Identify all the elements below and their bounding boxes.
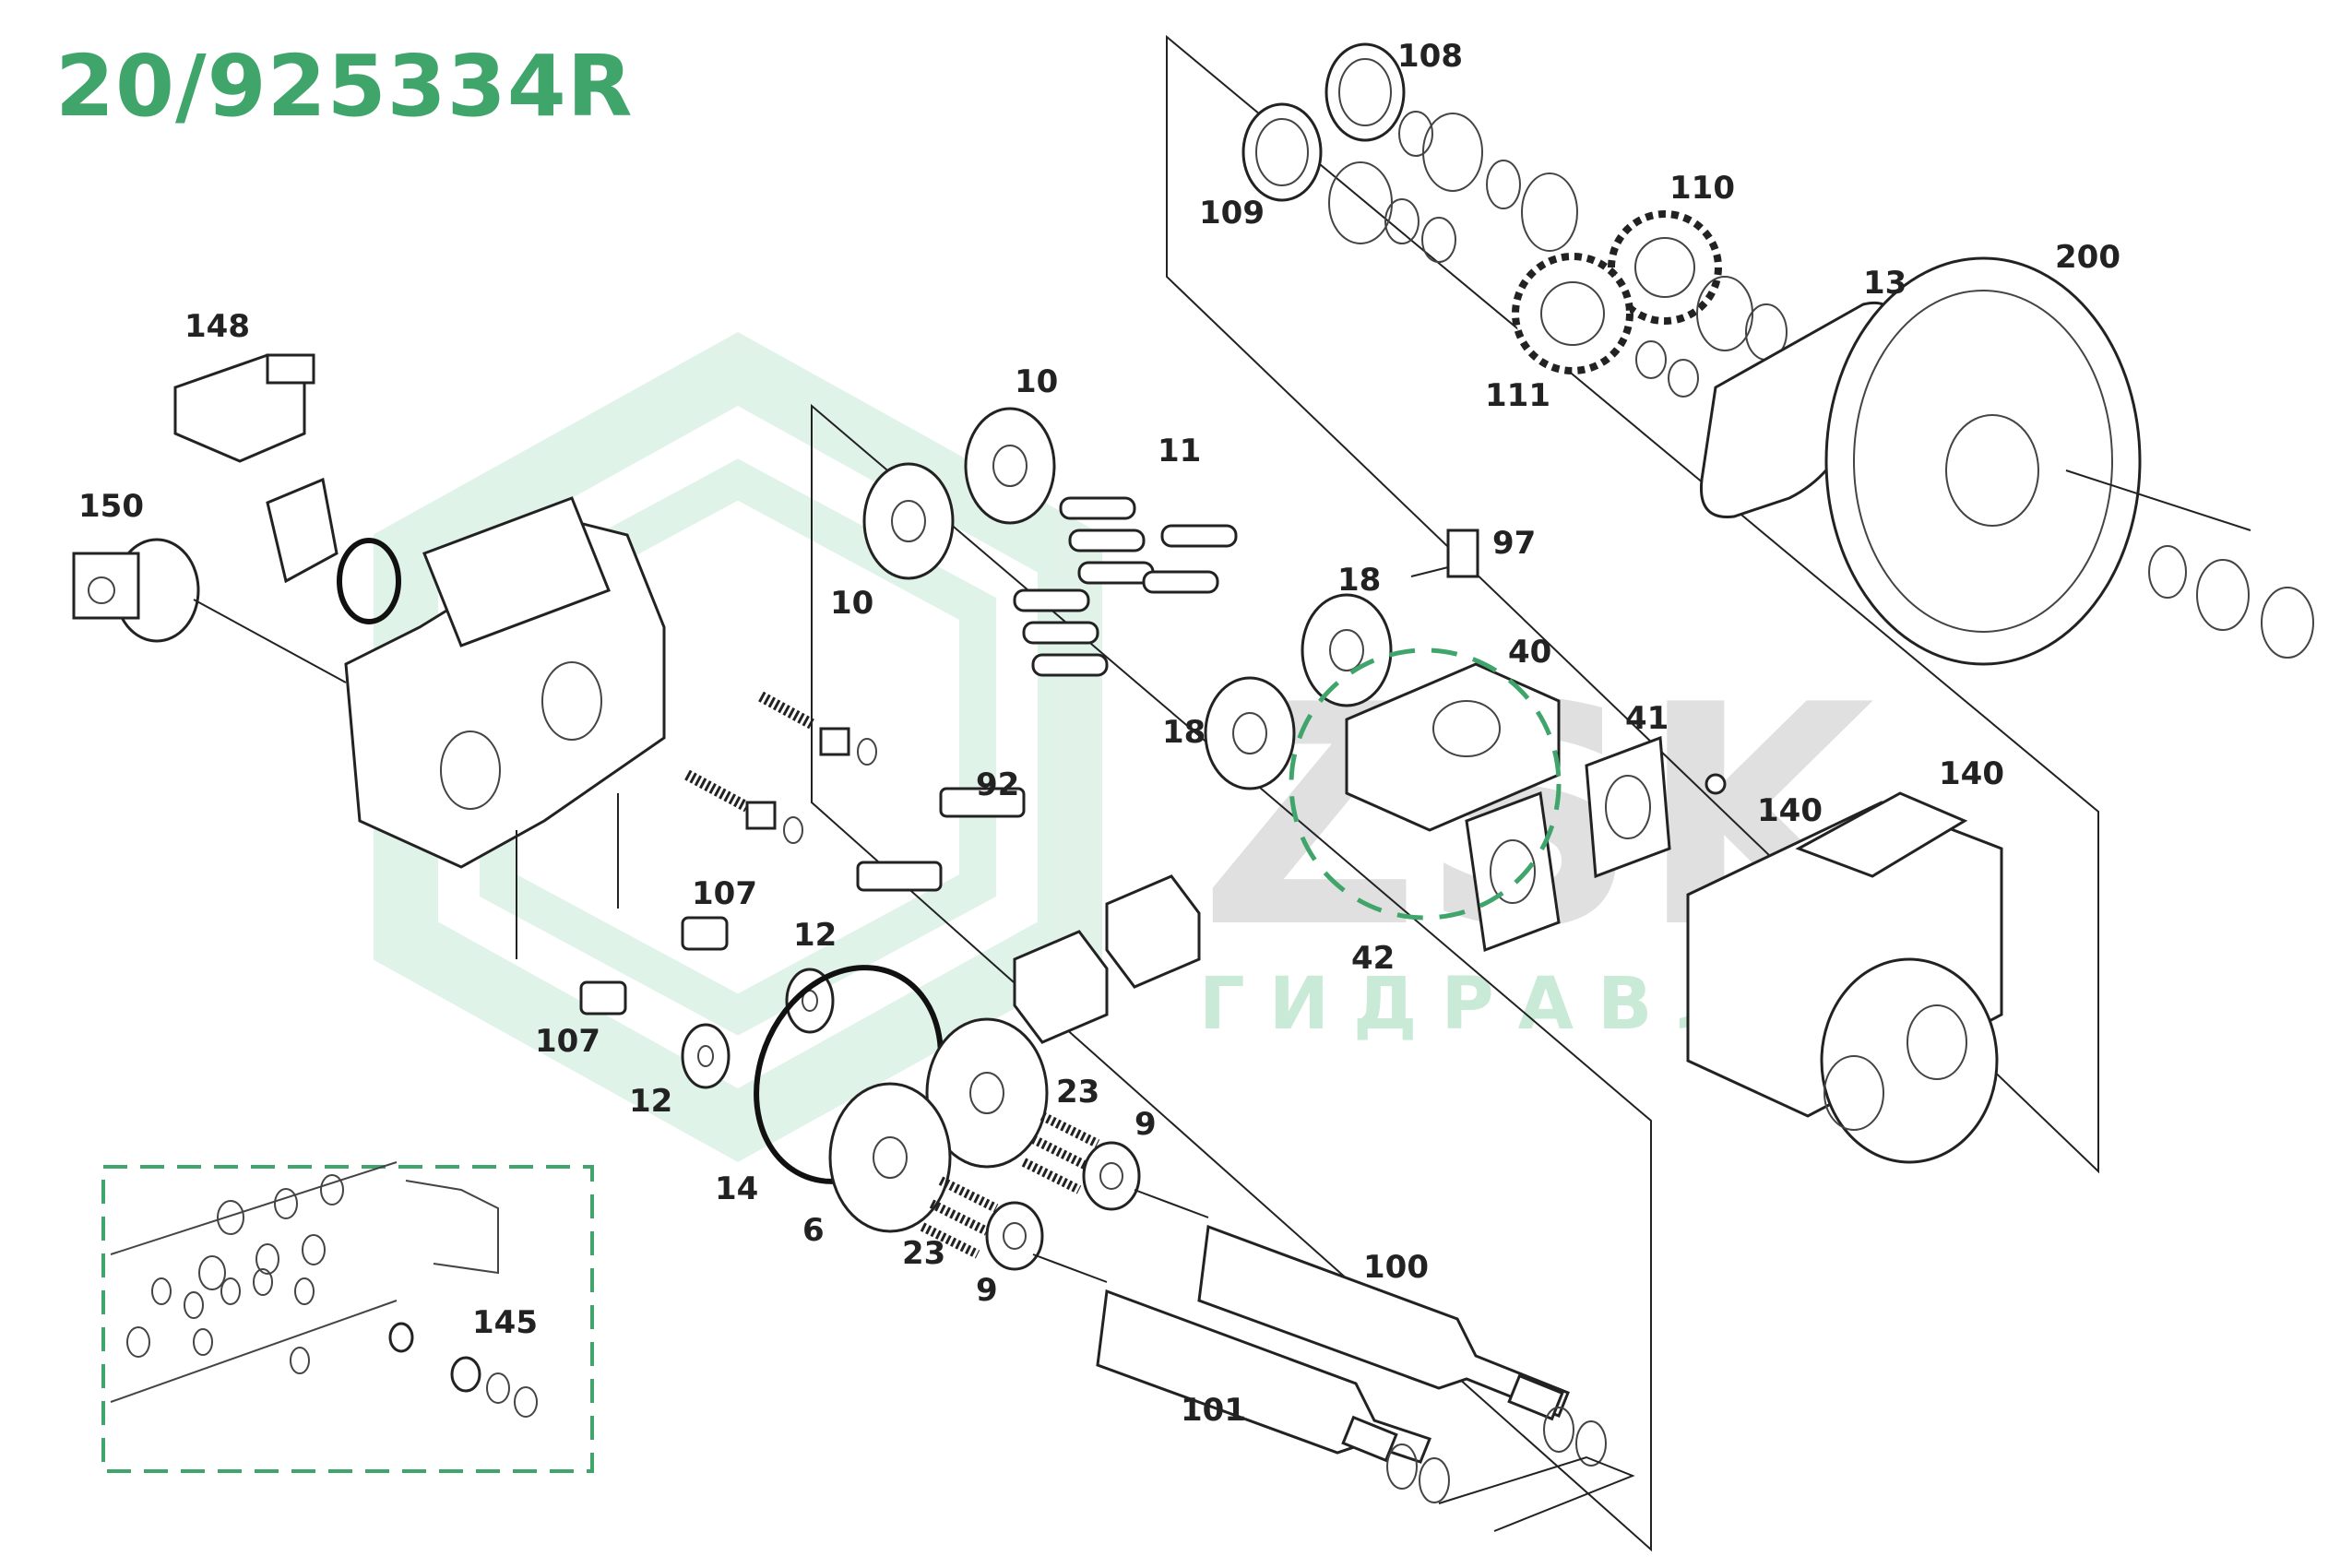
- gear-110: [1608, 210, 1722, 325]
- housing-cover-200: [1824, 256, 2142, 666]
- shaft-101: [1032, 1253, 1431, 1464]
- valve-plate-10-lower: [862, 462, 955, 580]
- eye-bolt: [1705, 773, 1727, 795]
- needle-bearing-107-upper: [681, 916, 729, 951]
- retainer-9-lower: [985, 1201, 1044, 1271]
- shaft-seal-rings: [1386, 1407, 1635, 1532]
- callout-10-lower: 10: [830, 585, 873, 622]
- inset-detail-parts: [110, 1161, 538, 1418]
- callout-11: 11: [1158, 433, 1201, 469]
- regulator-148: [173, 353, 315, 463]
- support-41: [1585, 735, 1671, 879]
- callout-97: 97: [1492, 525, 1536, 562]
- callout-148: 148: [184, 308, 250, 345]
- callout-41: 41: [1625, 700, 1669, 737]
- callout-23-upper: 23: [1056, 1074, 1099, 1111]
- valve-150: [72, 538, 200, 643]
- callout-9-upper: 9: [1134, 1106, 1157, 1143]
- callout-108: 108: [1397, 38, 1463, 75]
- callout-100: 100: [1363, 1249, 1429, 1286]
- callout-13: 13: [1863, 265, 1907, 302]
- piston-set-11: [1013, 496, 1238, 677]
- callout-14: 14: [715, 1170, 758, 1207]
- callout-23-lower: 23: [902, 1235, 945, 1272]
- frame-gear-group: [1166, 34, 2099, 1174]
- bearing-108: [1324, 42, 1406, 142]
- shaft-100: [1134, 1189, 1570, 1421]
- callout-107-upper: 107: [692, 875, 757, 912]
- leader-150: [193, 599, 347, 683]
- shoe-plate-18-upper: [1301, 593, 1393, 707]
- callout-109: 109: [1199, 195, 1265, 232]
- part-number-title: 20/925334R: [55, 37, 634, 136]
- callout-200: 200: [2055, 239, 2120, 276]
- highlight-circle-42: [1289, 647, 1562, 921]
- pump-housing-140: [1686, 791, 2003, 1164]
- springs-23-upper: [1021, 1111, 1100, 1194]
- callout-140-left: 140: [1757, 792, 1823, 829]
- gear-111: [1512, 253, 1633, 374]
- bearing-109: [1241, 102, 1323, 202]
- inset-detail-145-frame: [101, 1165, 594, 1473]
- control-springs: [684, 691, 877, 844]
- pivot-97: [1410, 529, 1479, 578]
- support-42: [1465, 790, 1561, 953]
- port-block-housing: [344, 496, 666, 869]
- callout-111: 111: [1485, 377, 1550, 414]
- snap-rings-top: [1328, 111, 1578, 263]
- callout-101: 101: [1181, 1392, 1246, 1429]
- spool-92: [856, 787, 1026, 892]
- callout-42: 42: [1351, 940, 1395, 977]
- seal-rings-right: [2065, 469, 2314, 659]
- valve-blocks: [1013, 874, 1201, 1044]
- callout-10-upper: 10: [1015, 363, 1058, 400]
- callout-140-right: 140: [1939, 755, 2004, 792]
- callout-150: 150: [78, 488, 144, 525]
- cover-plate: [266, 477, 401, 624]
- callout-145: 145: [472, 1304, 538, 1341]
- callout-18-lower: 18: [1162, 714, 1206, 751]
- callout-110: 110: [1669, 170, 1735, 207]
- callout-12-upper: 12: [793, 917, 837, 954]
- callout-107-lower: 107: [535, 1023, 600, 1060]
- valve-plate-10-upper: [964, 407, 1056, 525]
- washer-12-upper: [785, 968, 835, 1034]
- needle-bearing-107-lower: [579, 980, 627, 1016]
- callout-12-lower: 12: [629, 1083, 672, 1120]
- cylinder-block-6-upper: [925, 1017, 1049, 1169]
- springs-23-lower: [920, 1176, 999, 1259]
- frame-rotating-group: [811, 403, 1652, 1552]
- callout-18-upper: 18: [1337, 562, 1381, 599]
- retainer-9-upper: [1082, 1141, 1141, 1211]
- callout-6: 6: [802, 1212, 825, 1249]
- shoe-plate-18-lower: [1204, 676, 1296, 790]
- cylinder-block-6-lower: [828, 1082, 952, 1233]
- callout-9-lower: 9: [976, 1272, 998, 1309]
- washer-12-lower: [681, 1023, 731, 1089]
- callout-92: 92: [976, 766, 1019, 803]
- callout-40: 40: [1508, 634, 1551, 671]
